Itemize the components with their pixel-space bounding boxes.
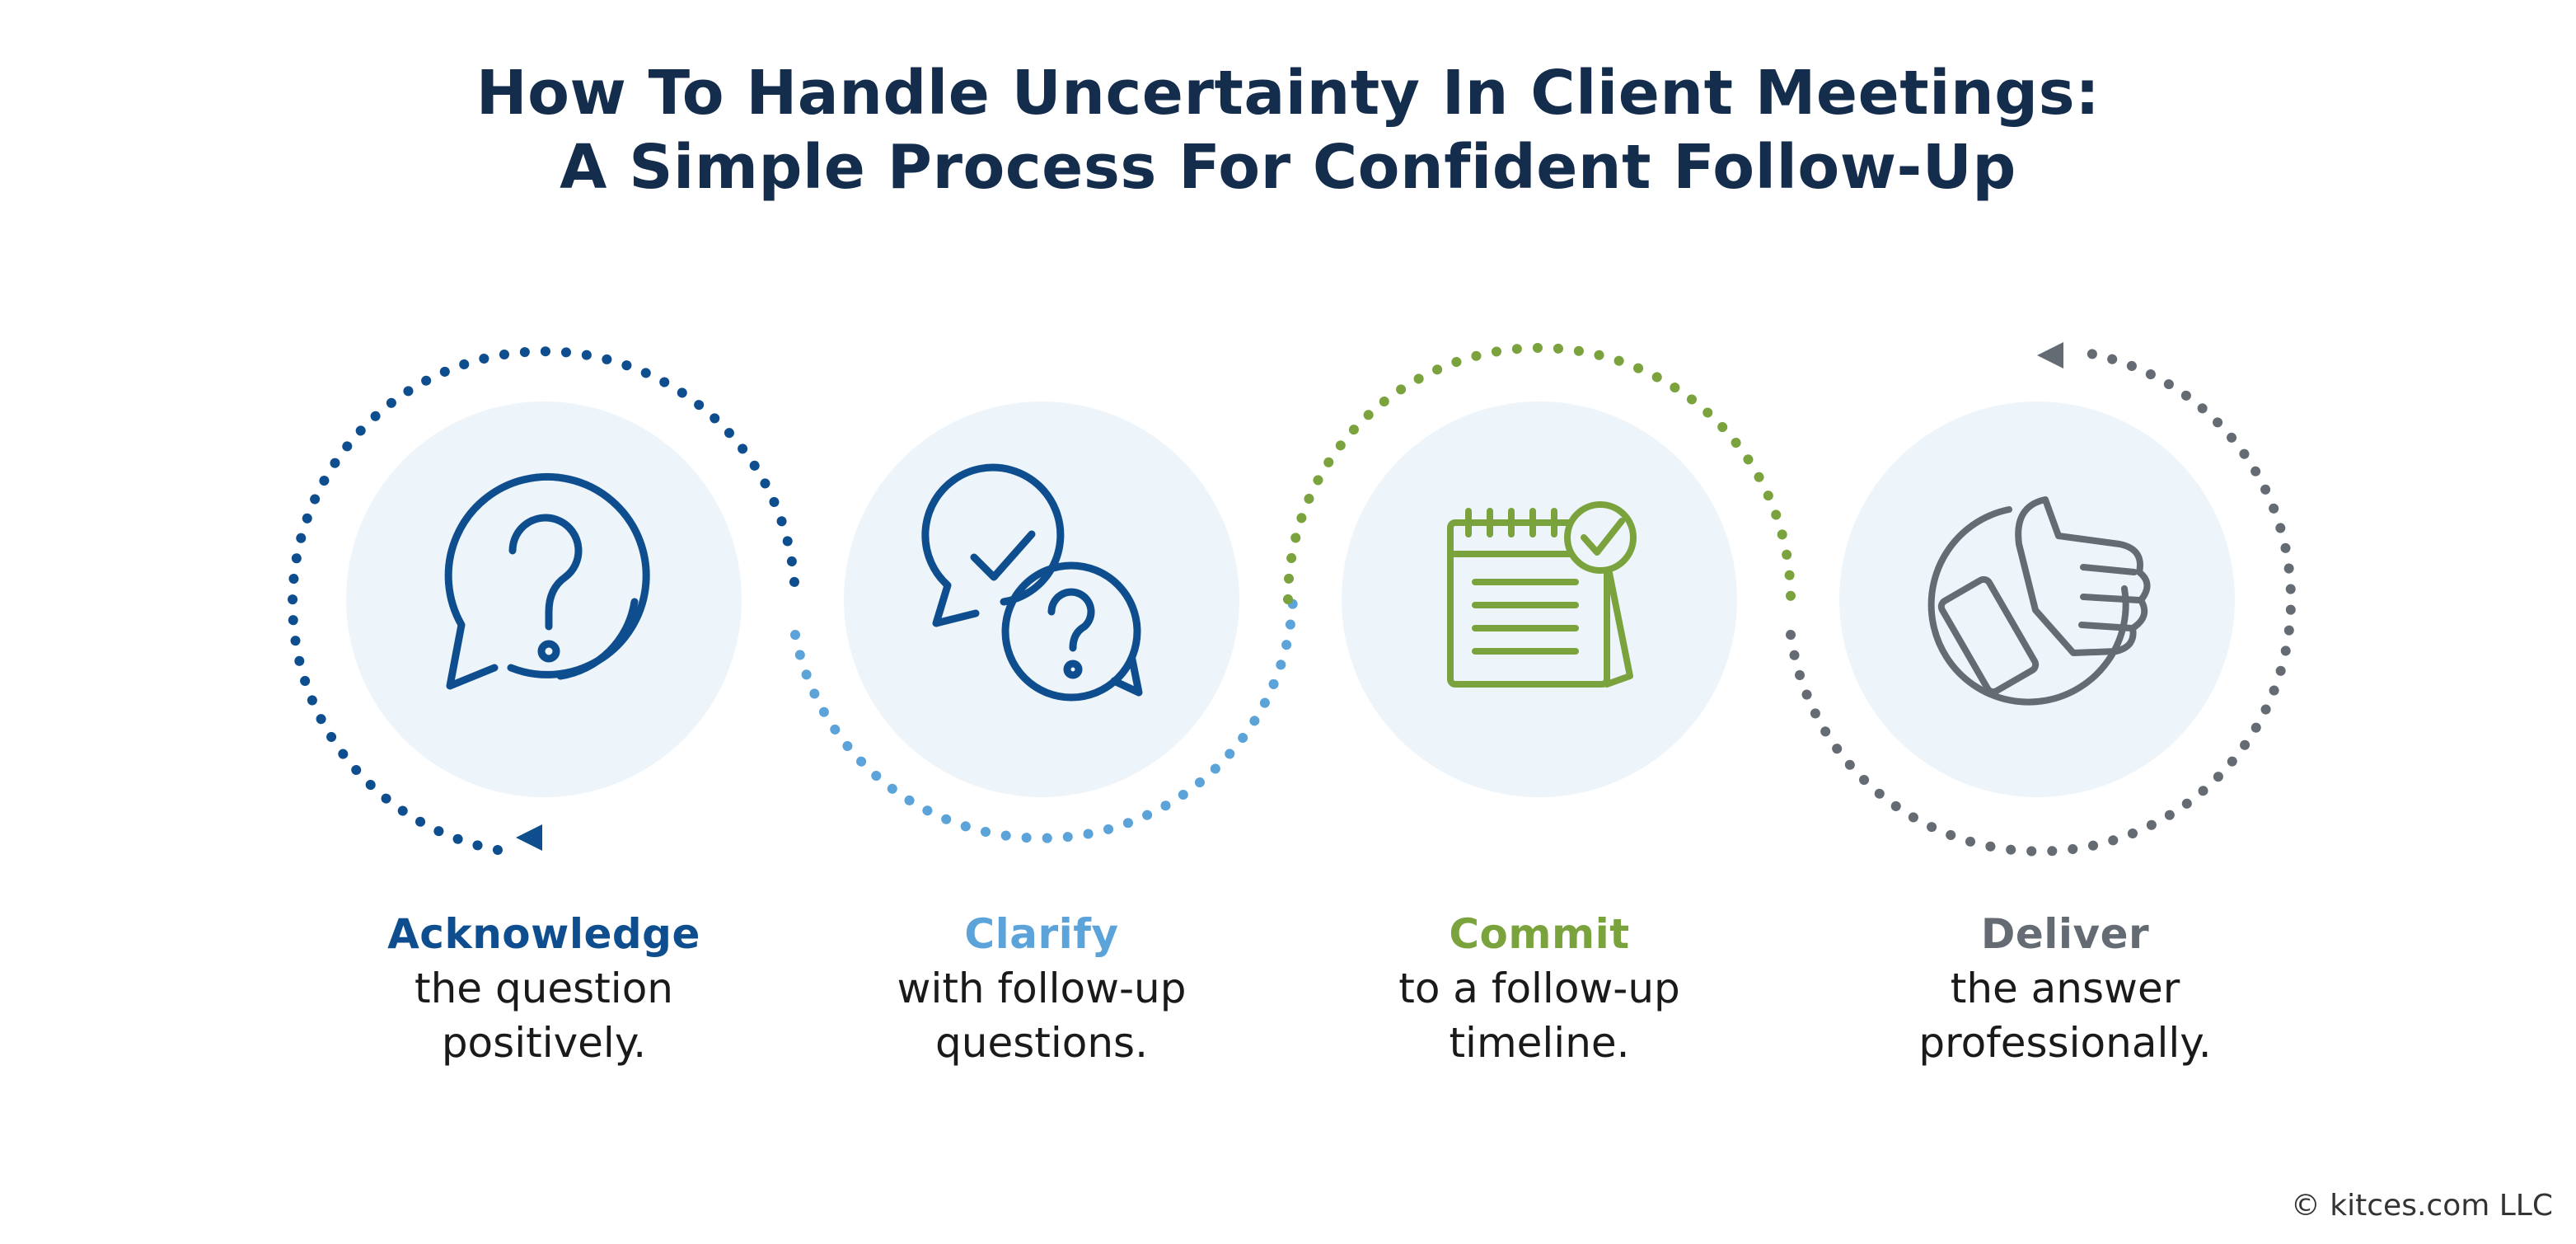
step-3-heading: Commit [1449,910,1630,958]
step-3-circle [1342,401,1737,797]
step-1-description-line-1: the question [415,965,673,1012]
step-3-description-line-1: to a follow-up [1398,965,1680,1012]
calendar-check-icon [1447,501,1637,688]
thumbs-up-icon [1927,496,2151,706]
step-2-description-line-1: with follow-up [897,965,1187,1012]
step-2-heading: Clarify [964,910,1119,958]
step-1-description-line-2: positively. [441,1019,647,1067]
step-4-description-line-1: the answer [1950,965,2180,1012]
step-1-circle [346,401,742,797]
checkmark-and-question-bubbles-icon [921,463,1143,702]
step-clarify: Clarify with follow-up questions. [811,907,1272,1070]
step-commit: Commit to a follow-up timeline. [1309,907,1770,1070]
step-3-description-line-2: timeline. [1449,1019,1630,1067]
step-deliver: Deliver the answer professionally. [1834,907,2296,1070]
step-2-circle [844,401,1239,797]
step-4-description-line-2: professionally. [1918,1019,2212,1067]
step-2-description-line-2: questions. [935,1019,1148,1067]
step-4-circle [1839,401,2235,797]
title-line-2: A Simple Process For Confident Follow-Up [560,132,2016,203]
title-line-1: How To Handle Uncertainty In Client Meet… [475,58,2101,129]
step-1-arrowhead-icon [516,824,542,851]
question-speech-bubble-icon [444,472,650,690]
step-acknowledge: Acknowledge the question positively. [313,907,775,1070]
step-4-heading: Deliver [1980,910,2150,958]
copyright-notice: © kitces.com LLC [2290,1189,2553,1223]
step-3-dotted-arc [1283,343,1796,604]
step-4-arrowhead-icon [2037,342,2063,369]
step-4-dotted-arc [1786,346,2297,857]
step-1-dotted-arc [288,346,800,855]
step-1-heading: Acknowledge [387,910,700,958]
